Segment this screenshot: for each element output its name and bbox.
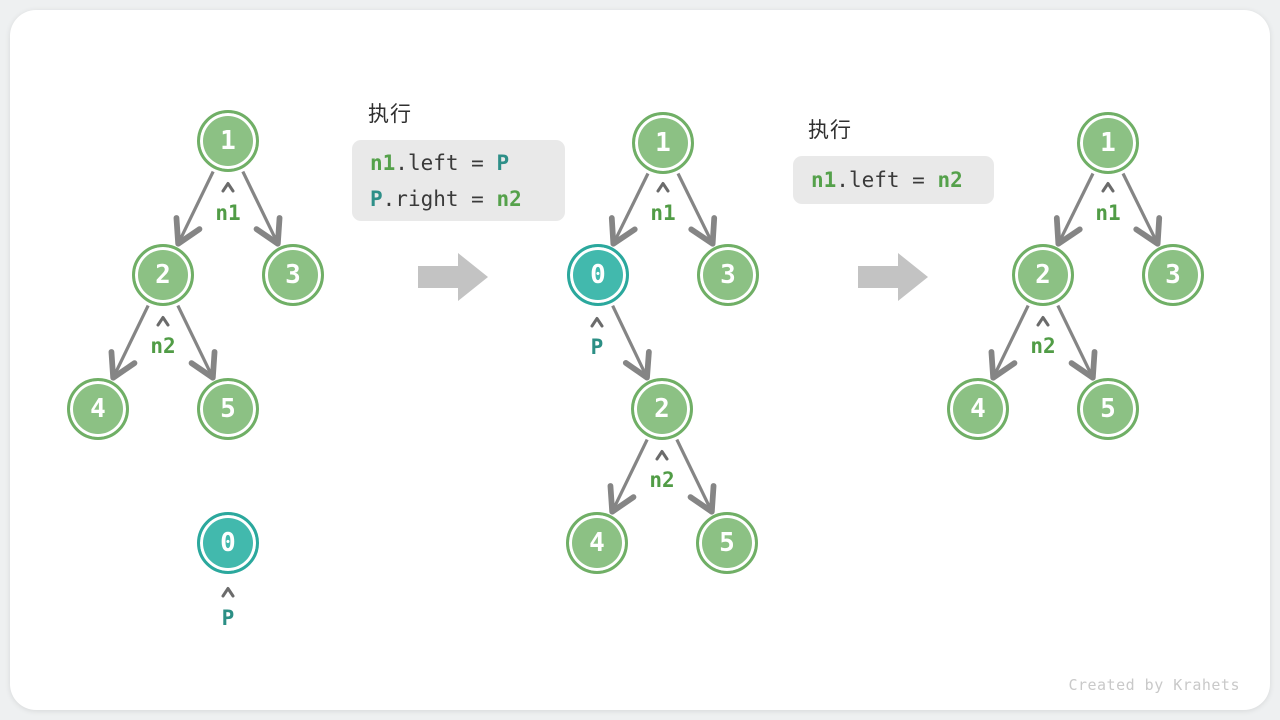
- code-token: .left =: [395, 150, 497, 175]
- code-token: .right =: [382, 186, 497, 211]
- code-token: n1: [370, 150, 396, 175]
- tree-edge: [676, 172, 718, 247]
- pointer-caret-up-icon: [1036, 316, 1050, 327]
- tree-node: 3: [262, 244, 324, 306]
- pointer-caret-up-icon: [1101, 182, 1115, 193]
- exec-label: 执行: [808, 119, 852, 142]
- pointer-label-n1: n1: [650, 201, 676, 225]
- pointer-label-p: P: [590, 335, 604, 359]
- step-arrow-right-icon: [858, 253, 928, 301]
- code-line: P.right = n2: [370, 181, 547, 217]
- tree-edge: [1121, 172, 1163, 247]
- tree-edge: [173, 170, 215, 247]
- pointer-label-n1: n1: [1095, 201, 1121, 225]
- code-token: P: [370, 186, 383, 211]
- tree-node: 5: [197, 378, 259, 440]
- tree-edge: [241, 170, 283, 247]
- tree-node: 1: [632, 112, 694, 174]
- code-token: n1: [811, 168, 837, 192]
- tree-node: 3: [1142, 244, 1204, 306]
- step-arrow-right-icon: [418, 253, 488, 301]
- tree-node: 4: [947, 378, 1009, 440]
- tree-edge: [176, 304, 218, 381]
- tree-node: 1: [197, 110, 259, 172]
- tree-edge: [108, 304, 150, 381]
- pointer-caret-up-icon: [221, 587, 235, 598]
- tree-edge: [1053, 172, 1095, 247]
- pointer-label-n1: n1: [215, 201, 241, 225]
- tree-node: 4: [566, 512, 628, 574]
- code-line: n1.left = n2: [811, 162, 976, 198]
- credit-text: Created by Krahets: [1068, 676, 1240, 694]
- tree-edge: [608, 172, 650, 247]
- tree-edge: [988, 304, 1030, 381]
- tree-node: 2: [1012, 244, 1074, 306]
- tree-node: 1: [1077, 112, 1139, 174]
- tree-node: 5: [696, 512, 758, 574]
- pointer-label-p: P: [221, 606, 235, 630]
- tree-edge: [611, 304, 652, 381]
- code-token: n2: [937, 168, 963, 192]
- pointer-caret-up-icon: [656, 182, 670, 193]
- tree-node: 2: [631, 378, 693, 440]
- tree-node: 0: [197, 512, 259, 574]
- tree-edge: [607, 438, 649, 515]
- pointer-label-n2: n2: [1030, 334, 1056, 358]
- pointer-label-n2: n2: [150, 334, 176, 358]
- tree-node: 4: [67, 378, 129, 440]
- pointer-label-n2: n2: [649, 468, 675, 492]
- pointer-caret-up-icon: [655, 450, 669, 461]
- tree-edge: [1056, 304, 1098, 381]
- tree-node: 3: [697, 244, 759, 306]
- code-token: P: [496, 150, 510, 175]
- exec-label: 执行: [368, 103, 412, 126]
- pointer-caret-up-icon: [590, 317, 604, 328]
- tree-edge: [675, 438, 717, 515]
- tree-node: 5: [1077, 378, 1139, 440]
- pointer-caret-up-icon: [221, 182, 235, 193]
- code-token: .left =: [836, 168, 938, 192]
- tree-node: 0: [567, 244, 629, 306]
- code-snippet-box: n1.left = n2: [793, 156, 994, 204]
- tree-node: 2: [132, 244, 194, 306]
- pointer-caret-up-icon: [156, 316, 170, 327]
- code-line: n1.left = P: [370, 145, 547, 181]
- code-token: n2: [496, 186, 522, 211]
